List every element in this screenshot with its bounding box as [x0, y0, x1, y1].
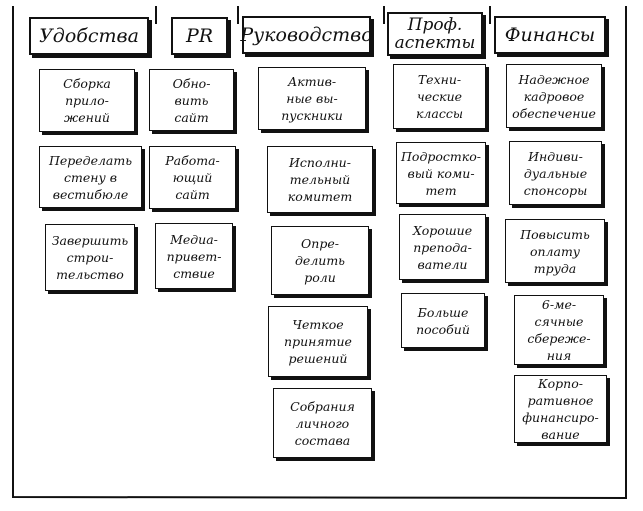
- card-individualnye-sponsory[interactable]: Индиви- дуальные спонсоры: [509, 141, 602, 205]
- card-khoroshie-prepodavateli[interactable]: Хорошие препода- ватели: [399, 214, 486, 280]
- card-aktivnye-vypuskniki[interactable]: Актив- ные вы- пускники: [258, 67, 366, 130]
- card-ispolnitelnyy-komitet[interactable]: Исполни- тельный комитет: [267, 146, 373, 213]
- card-bolshe-posobiy[interactable]: Больше пособий: [401, 293, 485, 348]
- column-header-finansy: Финансы: [494, 16, 606, 54]
- card-chetkoe-prinyatie-resheniy[interactable]: Четкое принятие решений: [268, 306, 368, 377]
- card-sobraniya-lichnogo-sostava[interactable]: Собрания личного состава: [273, 388, 372, 458]
- card-6-mesyachnye-sberezheniya[interactable]: 6-ме- сячные сбереже- ния: [514, 295, 604, 365]
- card-obnovit-sayt[interactable]: Обно- вить сайт: [149, 69, 234, 131]
- column-header-rukovodstvo: Руководство: [240, 16, 373, 54]
- card-sborka-prilozheniy[interactable]: Сборка прило- жений: [39, 69, 135, 132]
- card-zavershit-stroitelstvo[interactable]: Завершить строи- тельство: [45, 224, 135, 291]
- card-povysit-oplatu-truda[interactable]: Повысить оплату труда: [505, 219, 605, 283]
- card-nadezhnoe-kadrovoe[interactable]: Надежное кадровое обеспечение: [506, 64, 602, 128]
- card-podrostkovyy-komitet[interactable]: Подростко- вый коми- тет: [396, 142, 486, 204]
- column-header-pr: PR: [171, 17, 228, 55]
- card-tekhnicheskie-klassy[interactable]: Техни- ческие классы: [393, 64, 486, 129]
- card-rabotayushchiy-sayt[interactable]: Работа- ющий сайт: [149, 146, 236, 209]
- column-header-udobstva: Удобства: [29, 17, 149, 55]
- card-peredelat-stenu[interactable]: Переделать стену в вестибюле: [39, 146, 142, 208]
- card-opredelit-roli[interactable]: Опре- делить роли: [271, 226, 369, 295]
- card-media-privetstvie[interactable]: Медиа- привет- ствие: [155, 223, 233, 289]
- column-header-prof-aspekty: Проф. аспекты: [387, 12, 483, 56]
- card-korporativnoe-finansirovanie[interactable]: Корпо- ративное финансиро- вание: [514, 375, 607, 443]
